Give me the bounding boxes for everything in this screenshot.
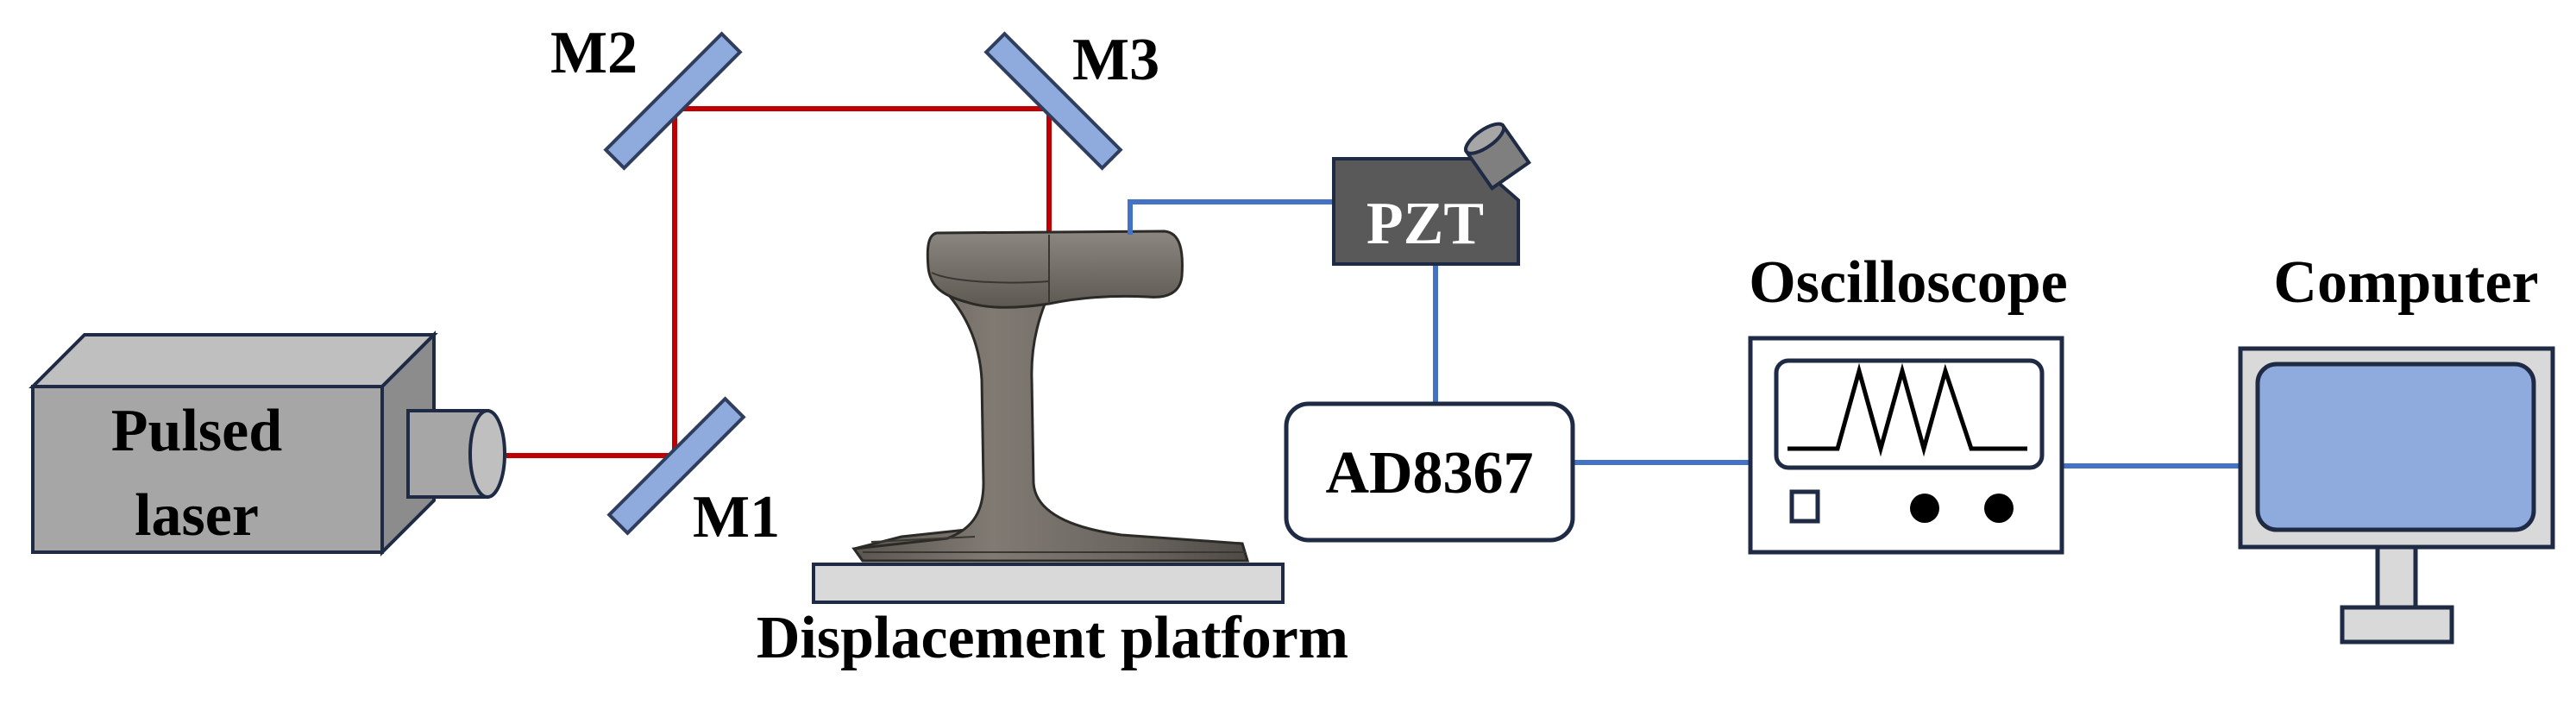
rail-specimen <box>851 230 1250 563</box>
monitor-screen <box>2255 362 2536 532</box>
line-rail-to-pzt <box>1128 199 1334 235</box>
m1-label: M1 <box>693 484 780 550</box>
platform-label: Displacement platform <box>757 605 1348 671</box>
displacement-platform <box>812 563 1285 604</box>
mirror-m3: M3 <box>983 27 1159 171</box>
m3-label: M3 <box>1072 27 1159 93</box>
rail-head <box>926 230 1184 309</box>
laser-label-line1: Pulsed <box>111 398 282 464</box>
osc-knob-2 <box>1984 494 2014 523</box>
m2-label: M2 <box>550 20 638 86</box>
monitor-neck <box>2375 544 2418 610</box>
osc-waveform <box>1787 362 2027 457</box>
laser-beam <box>506 106 1052 458</box>
osc-knob-1 <box>1910 494 1939 523</box>
laser-label-line2: laser <box>135 482 259 549</box>
oscilloscope-label: Oscilloscope <box>1749 249 2067 316</box>
computer-label: Computer <box>2273 249 2538 316</box>
amplifier-ad8367: AD8367 <box>1284 401 1575 543</box>
laser-box-top <box>28 333 438 388</box>
amp-box <box>1284 401 1575 543</box>
monitor-stand <box>2340 605 2454 645</box>
osc-screen <box>1774 358 2045 470</box>
pulsed-laser: Pulsed laser <box>28 330 506 557</box>
signal-lines <box>1128 199 2240 469</box>
computer: Computer <box>2238 249 2555 645</box>
laser-box-front <box>31 385 384 554</box>
mirror-m1: M1 <box>606 396 780 550</box>
rail-web-front <box>851 292 1250 563</box>
amp-label: AD8367 <box>1325 440 1533 506</box>
oscilloscope: Oscilloscope <box>1748 249 2068 555</box>
pzt-sensor: PZT <box>1332 122 1531 266</box>
pzt-body <box>1332 157 1520 266</box>
laser-aperture-lens <box>468 409 506 499</box>
osc-square-button <box>1789 489 1820 524</box>
pzt-connector <box>1464 122 1531 191</box>
pzt-label: PZT <box>1367 191 1484 257</box>
mirror-m2: M2 <box>550 20 743 171</box>
